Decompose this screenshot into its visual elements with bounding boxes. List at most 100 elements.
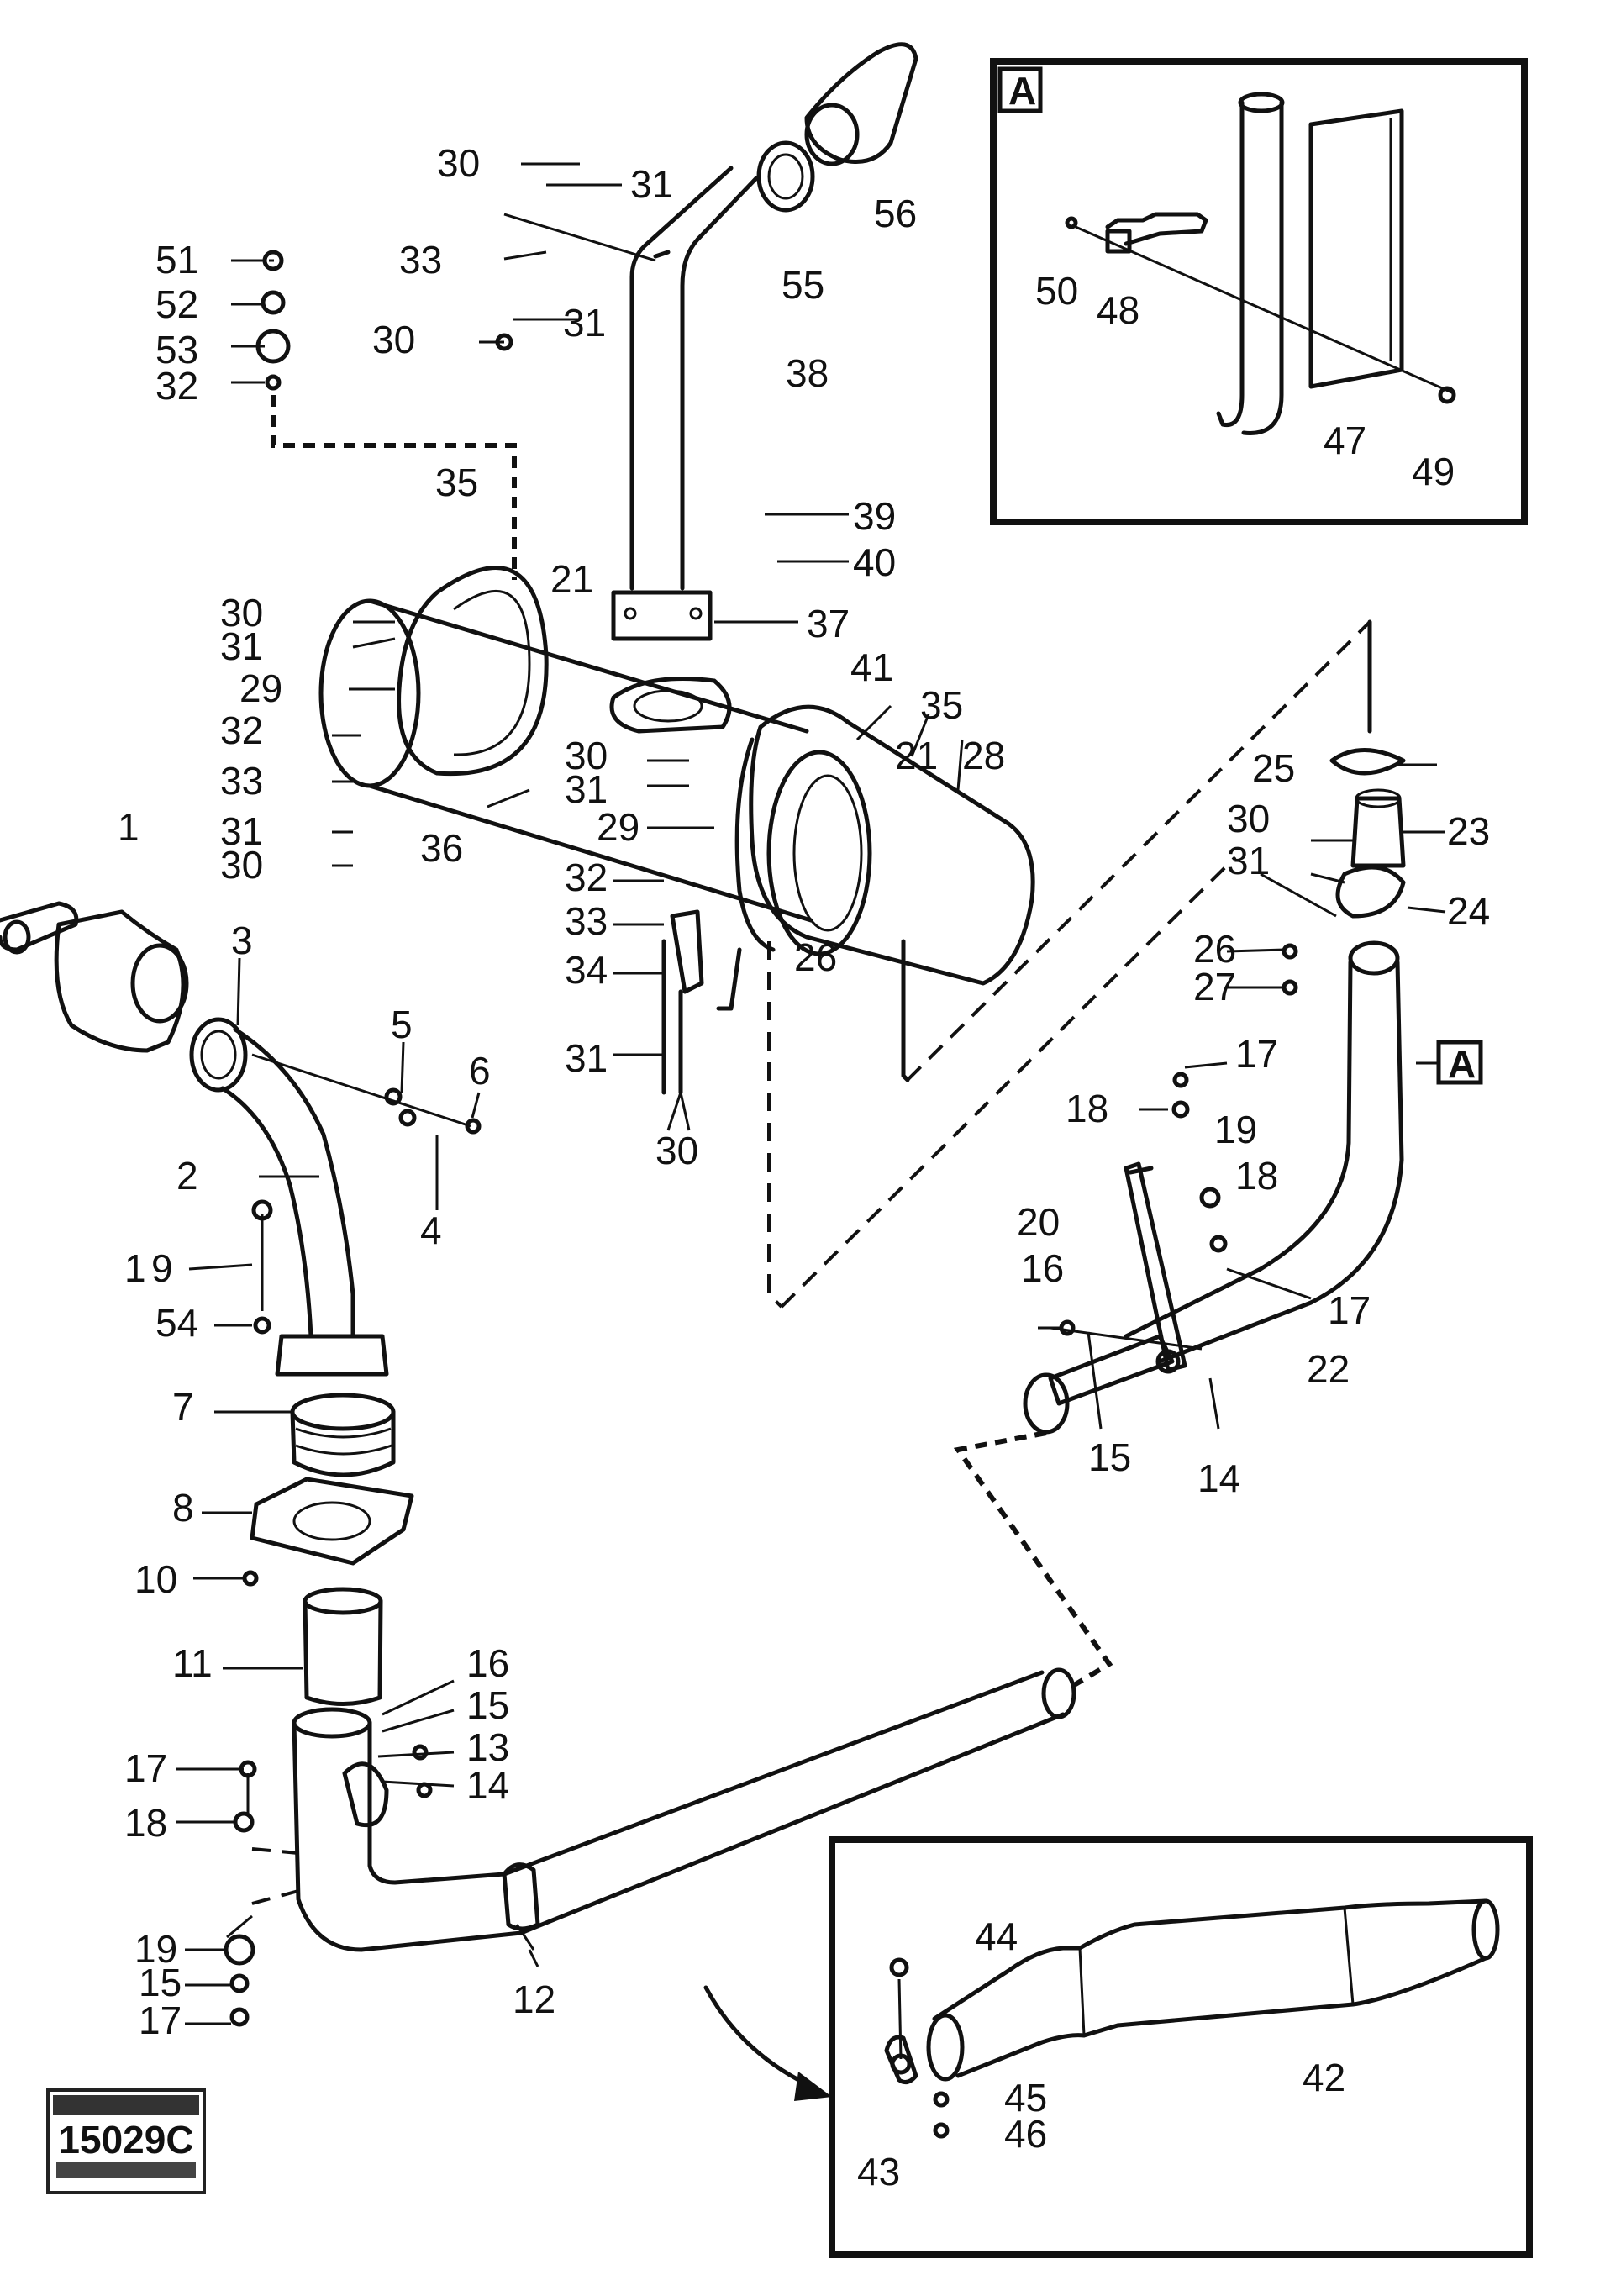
callout-18b: 18 [1066,1087,1108,1130]
callout-52: 52 [155,282,198,326]
muffler-end-cap [318,598,421,788]
pipe-a [1124,960,1353,1339]
clamp-13 [342,1761,389,1827]
turbo-flange-1 [54,909,186,1053]
callout-30b: 30 [372,318,415,361]
callout-39: 39 [853,494,896,538]
callout-30e: 30 [565,734,608,777]
tailpipe-56 [804,42,918,164]
callout-15b: 15 [1088,1435,1131,1479]
callout-33c: 33 [565,899,608,943]
callout-4: 4 [420,1209,442,1252]
hanger-bolts [661,939,683,1095]
callout-1-top: 1 [118,805,139,849]
detail-arrow [703,1985,809,2087]
callout-26b: 26 [794,935,837,979]
detail-a-reference-tag [1436,1040,1483,1085]
callout-31a: 31 [630,162,673,206]
callout-16: 16 [466,1641,509,1685]
callout-24: 24 [1447,889,1490,933]
callout-32b: 32 [220,708,263,752]
callout-53: 53 [155,328,198,371]
detail-bracket [1105,212,1208,246]
callout-49: 49 [1412,450,1455,493]
support-leader [251,1847,299,1855]
callout-38: 38 [786,351,829,395]
callout-45: 45 [1004,2076,1047,2120]
sleeve-11 [303,1587,383,1615]
stamp-footer-bar [56,2162,196,2178]
callout-40: 40 [853,540,896,584]
callout-17d: 17 [139,1998,182,2042]
callout-12: 12 [513,1977,555,2021]
stack-pipe-38 [680,176,759,591]
clamp-55 [756,140,815,213]
callout-2: 2 [176,1154,198,1198]
callout-31c: 31 [220,624,263,668]
callout-31b: 31 [563,301,606,345]
lower-exhaust-assembly [0,901,1076,2101]
assembly-leader [906,620,1371,1082]
callout-22: 22 [1307,1347,1350,1391]
clamp-3 [189,1017,248,1093]
callout-55: 55 [782,263,824,307]
callout-6: 6 [469,1049,491,1093]
bellows-7 [290,1393,396,1431]
callout-44: 44 [975,1914,1018,1958]
callout-14: 14 [466,1763,509,1807]
detail-a-frame [990,58,1528,525]
callout-36: 36 [420,826,463,870]
muffler-body [367,598,813,923]
hanger-19 [224,1934,255,1966]
callout-43: 43 [857,2150,900,2193]
callout-29b: 29 [597,805,639,849]
gasket-25 [1329,748,1406,776]
callout-19b: 19 [134,1927,177,1971]
callout-7: 7 [172,1385,194,1429]
callout-30a: 30 [437,141,480,185]
callout-26: 26 [1193,927,1236,971]
bracket-20 [1124,1161,1187,1372]
detail-a-corner-tag [997,66,1043,113]
y-pipe-inlet [292,1707,372,1739]
pipe-a-inlet [1348,940,1400,976]
detail-b-inset [829,1836,1533,2258]
callout-33b: 33 [220,759,263,803]
callout-42: 42 [1303,2056,1345,2099]
callout-13: 13 [466,1725,509,1769]
callout-32a: 32 [155,364,198,408]
callout-10: 10 [134,1557,177,1601]
connection-line [767,941,783,1309]
pipe-a-sleeve [1048,1334,1175,1406]
detail-a-corner-label: A [1008,69,1036,113]
callout-30g: 30 [1227,797,1270,840]
callout-23: 23 [1447,809,1490,853]
callout-30c: 30 [220,591,263,635]
callout-33a: 33 [399,238,442,282]
callout-21: 21 [550,557,593,601]
callout-16b: 16 [1021,1246,1064,1290]
callout-41: 41 [850,645,893,689]
flange-24 [1335,865,1406,919]
pipe-clamp-12 [502,1862,540,1931]
stamp-header-bar [53,2095,199,2115]
callout-labels: 1 1 2 3 4 5 6 7 8 9 10 11 12 13 14 14 15… [118,141,1490,2193]
callout-27: 27 [1193,965,1236,1008]
callout-5: 5 [391,1003,413,1046]
callout-46: 46 [1004,2112,1047,2156]
callout-18c: 18 [1235,1154,1278,1198]
callout-35b: 35 [920,683,963,727]
detail-pipe [1216,100,1245,428]
callout-47: 47 [1324,419,1366,462]
detail-heat-shield [1308,108,1404,389]
callout-35: 35 [435,461,478,504]
callout-50: 50 [1035,269,1078,313]
callout-28: 28 [962,734,1005,777]
elbow-flange [275,1334,389,1377]
callout-9: 9 [151,1246,173,1290]
drawing-number: 15029C [58,2118,194,2162]
callout-54: 54 [155,1301,198,1345]
callout-56: 56 [874,192,917,235]
callout-15c: 15 [139,1961,182,2004]
muffler-can-28 [749,704,1035,986]
